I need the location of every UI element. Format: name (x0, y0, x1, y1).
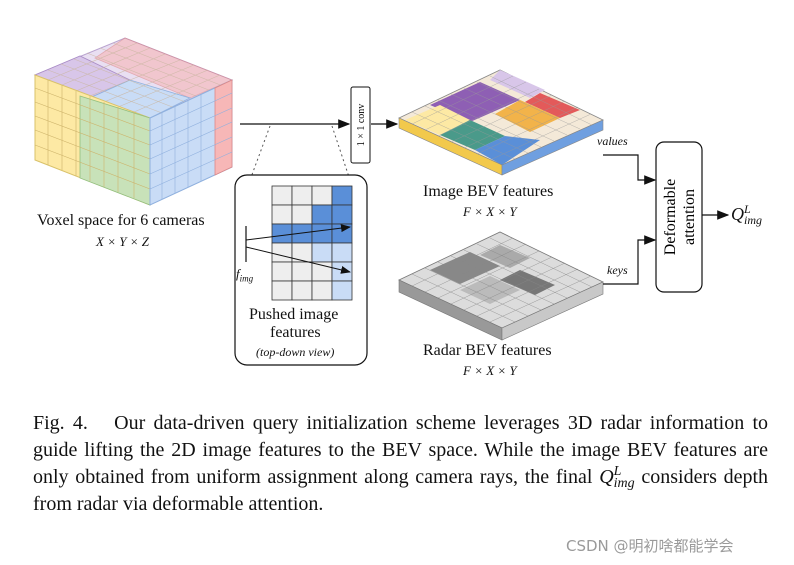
pushed-label-1: Pushed image (249, 306, 339, 323)
radar-bev-grid (398, 231, 604, 341)
image-bev-dims: F × X × Y (463, 204, 517, 219)
values-label: values (597, 134, 628, 148)
conv-box (350, 86, 371, 164)
caption-fig-label: Fig. 4. (33, 412, 88, 434)
voxel-label: Voxel space for 6 cameras (37, 212, 205, 229)
deformable-attention-box (655, 141, 703, 293)
image-bev-label: Image BEV features (423, 183, 554, 200)
voxel-dims: X × Y × Z (96, 234, 149, 249)
image-bev-grid (398, 69, 604, 176)
deformable-label-2: attention (681, 189, 698, 245)
pushed-grid (271, 185, 353, 301)
keys-label: keys (607, 263, 628, 277)
deformable-label-1: Deformable (662, 179, 679, 255)
keys-arrow (603, 235, 657, 285)
radar-bev-label: Radar BEV features (423, 342, 552, 359)
voxel-cube (33, 37, 234, 206)
pushed-label-2: features (270, 324, 321, 341)
watermark: CSDN @明初啥都能学会 (566, 537, 734, 555)
caption-text-1: Our data-driven query initialization sch… (33, 412, 769, 488)
radar-bev-dims: F × X × Y (463, 363, 517, 378)
pushed-sublabel: (top-down view) (256, 345, 335, 359)
caption-text-2: considers depth from radar via deformabl… (33, 466, 769, 515)
values-arrow (603, 154, 657, 185)
f-img-label: fimg (236, 266, 254, 284)
figure-caption: Fig. 4. Our data-driven query initializa… (33, 410, 768, 518)
architecture-diagram: 1 × 1 conv Deformable attention (33, 37, 730, 366)
conv-label: 1 × 1 conv (356, 104, 367, 147)
